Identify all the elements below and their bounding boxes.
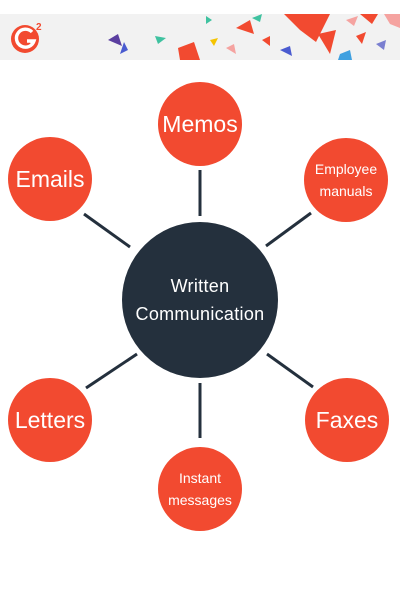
node-faxes: Faxes [305, 378, 389, 462]
connector-emails [83, 212, 131, 249]
connector-faxes [266, 352, 314, 389]
confetti-decoration [108, 14, 400, 60]
header-banner: 2 [0, 14, 400, 60]
node-letters-label: Letters [14, 406, 86, 433]
node-instant-messages-label-line1: Instant [178, 470, 222, 486]
svg-text:2: 2 [36, 22, 42, 33]
connector-employee-manuals [265, 211, 312, 248]
node-faxes-label: Faxes [315, 406, 379, 433]
node-instant-messages: Instant messages [158, 447, 242, 531]
node-employee-manuals-label-line2: manuals [319, 183, 373, 199]
center-label-line1: Written [170, 276, 230, 296]
node-memos: Memos [158, 82, 242, 166]
center-node-written-communication: Written Communication [122, 222, 278, 378]
node-emails-label: Emails [15, 165, 85, 192]
node-memos-label: Memos [162, 110, 238, 137]
connector-letters [85, 352, 138, 390]
center-label-line2: Communication [135, 304, 265, 324]
node-employee-manuals: Employee manuals [304, 138, 388, 222]
node-emails: Emails [8, 137, 92, 221]
g2-logo-icon: 2 [11, 22, 42, 53]
node-instant-messages-label-line2: messages [168, 492, 232, 508]
node-letters: Letters [8, 378, 92, 462]
node-employee-manuals-label-line1: Employee [314, 161, 378, 177]
